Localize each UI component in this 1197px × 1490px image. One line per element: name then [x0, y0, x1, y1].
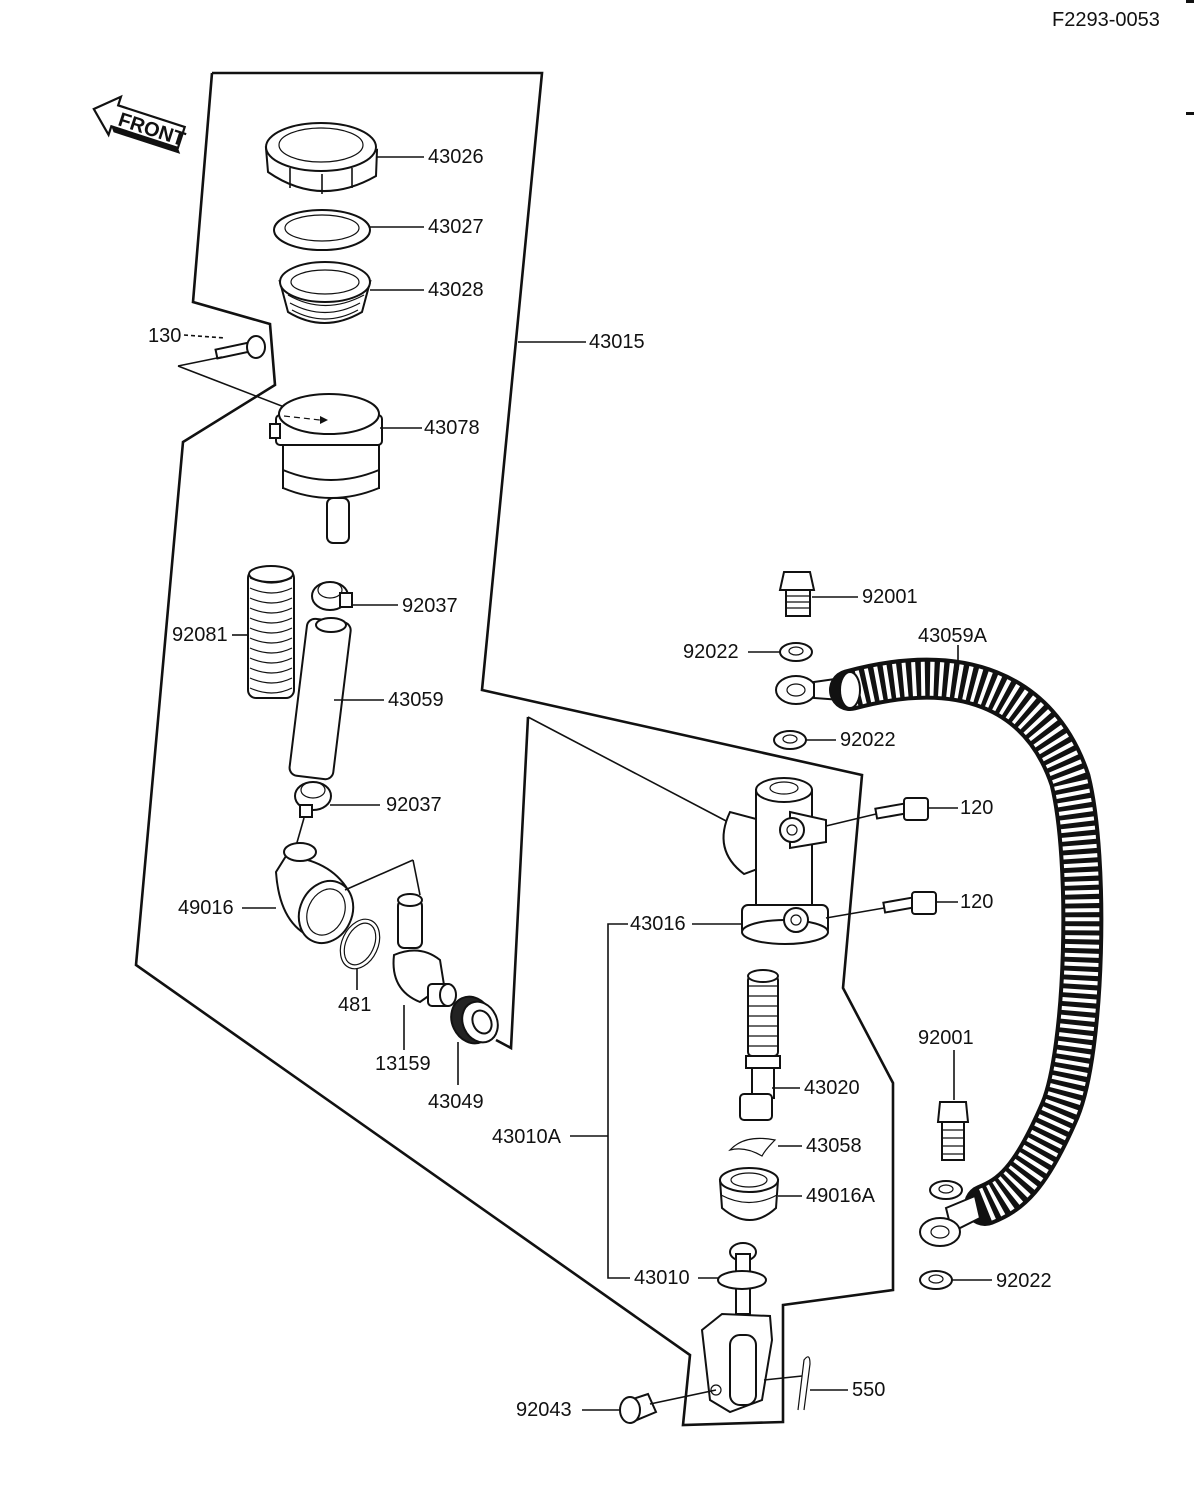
leader-130 [183, 334, 226, 339]
push-rod [717, 1242, 767, 1315]
banjo-bolt-lower [936, 1101, 970, 1161]
label-43010a: 43010A [492, 1126, 562, 1148]
reservoir-body [269, 393, 383, 544]
pointer-49016-b [412, 859, 421, 896]
diaphragm-plate [273, 209, 371, 251]
pointer-130-b [177, 356, 223, 367]
label-92043: 92043 [516, 1399, 572, 1421]
circlip-481 [339, 918, 381, 970]
clevis-joint [700, 1312, 774, 1414]
label-92022b: 92022 [840, 729, 896, 751]
mounting-bolt-upper [874, 797, 929, 821]
label-43049: 43049 [428, 1091, 484, 1113]
label-92022c: 92022 [996, 1270, 1052, 1292]
banjo-bolt-upper [778, 571, 816, 617]
label-43026: 43026 [428, 146, 484, 168]
pointer-120b [825, 907, 885, 919]
label-92001b: 92001 [918, 1027, 974, 1049]
washer-upper [779, 642, 813, 662]
clevis-pin [619, 1392, 658, 1424]
page-mark-top [1186, 0, 1194, 3]
washer-lower-upper [929, 1180, 963, 1200]
label-43027: 43027 [428, 216, 484, 238]
reservoir-hose [288, 617, 352, 781]
inner-frame [495, 716, 530, 1051]
washer-lower [919, 1270, 953, 1290]
washer-middle [773, 730, 807, 750]
pointer-92037b [295, 817, 305, 847]
diaphragm [278, 261, 372, 324]
reservoir-fitting [274, 842, 355, 945]
label-130: 130 [148, 325, 181, 347]
grommet [450, 995, 499, 1045]
screw-130 [214, 335, 266, 360]
label-43016: 43016 [630, 913, 686, 935]
label-43015: 43015 [589, 331, 645, 353]
hose-clamp-lower [294, 781, 332, 818]
label-92001a: 92001 [862, 586, 918, 608]
label-13159: 13159 [375, 1053, 431, 1075]
hose-clamp-upper [311, 581, 353, 611]
label-43058: 43058 [806, 1135, 862, 1157]
pointer-120a [825, 813, 877, 827]
label-120b: 120 [960, 891, 993, 913]
master-cylinder-body [722, 777, 829, 945]
label-92037b: 92037 [386, 794, 442, 816]
brake-hose [775, 657, 1104, 1247]
mounting-bolt-lower [882, 891, 937, 915]
figure-code: F2293-0053 [1052, 9, 1160, 31]
label-92022a: 92022 [683, 641, 739, 663]
label-550: 550 [852, 1379, 885, 1401]
spring-92081 [247, 565, 295, 699]
pointer-550 [763, 1375, 803, 1381]
cotter-pin [797, 1356, 811, 1411]
label-49016a: 49016A [806, 1185, 876, 1207]
reservoir-cap [264, 122, 379, 194]
inner-frame-link [527, 716, 731, 824]
label-43010: 43010 [634, 1267, 690, 1289]
dust-boot [718, 1167, 780, 1221]
label-43059a: 43059A [918, 625, 988, 647]
hose-connector [392, 893, 457, 1007]
label-92037a: 92037 [402, 595, 458, 617]
page-mark-mid [1186, 112, 1194, 115]
label-43020: 43020 [804, 1077, 860, 1099]
assembly-frame [134, 71, 895, 1427]
label-481: 481 [338, 994, 371, 1016]
piston-assembly [739, 969, 781, 1121]
front-arrow-icon: FRONT [92, 94, 188, 154]
pointer-49016-a [344, 859, 414, 891]
label-92081: 92081 [172, 624, 228, 646]
label-120a: 120 [960, 797, 993, 819]
label-43078: 43078 [424, 417, 480, 439]
label-43059: 43059 [388, 689, 444, 711]
pointer-92043 [649, 1389, 717, 1405]
bracket-43010a [607, 923, 630, 1279]
circlip-43058 [728, 1137, 777, 1157]
label-49016: 49016 [178, 897, 234, 919]
label-43028: 43028 [428, 279, 484, 301]
